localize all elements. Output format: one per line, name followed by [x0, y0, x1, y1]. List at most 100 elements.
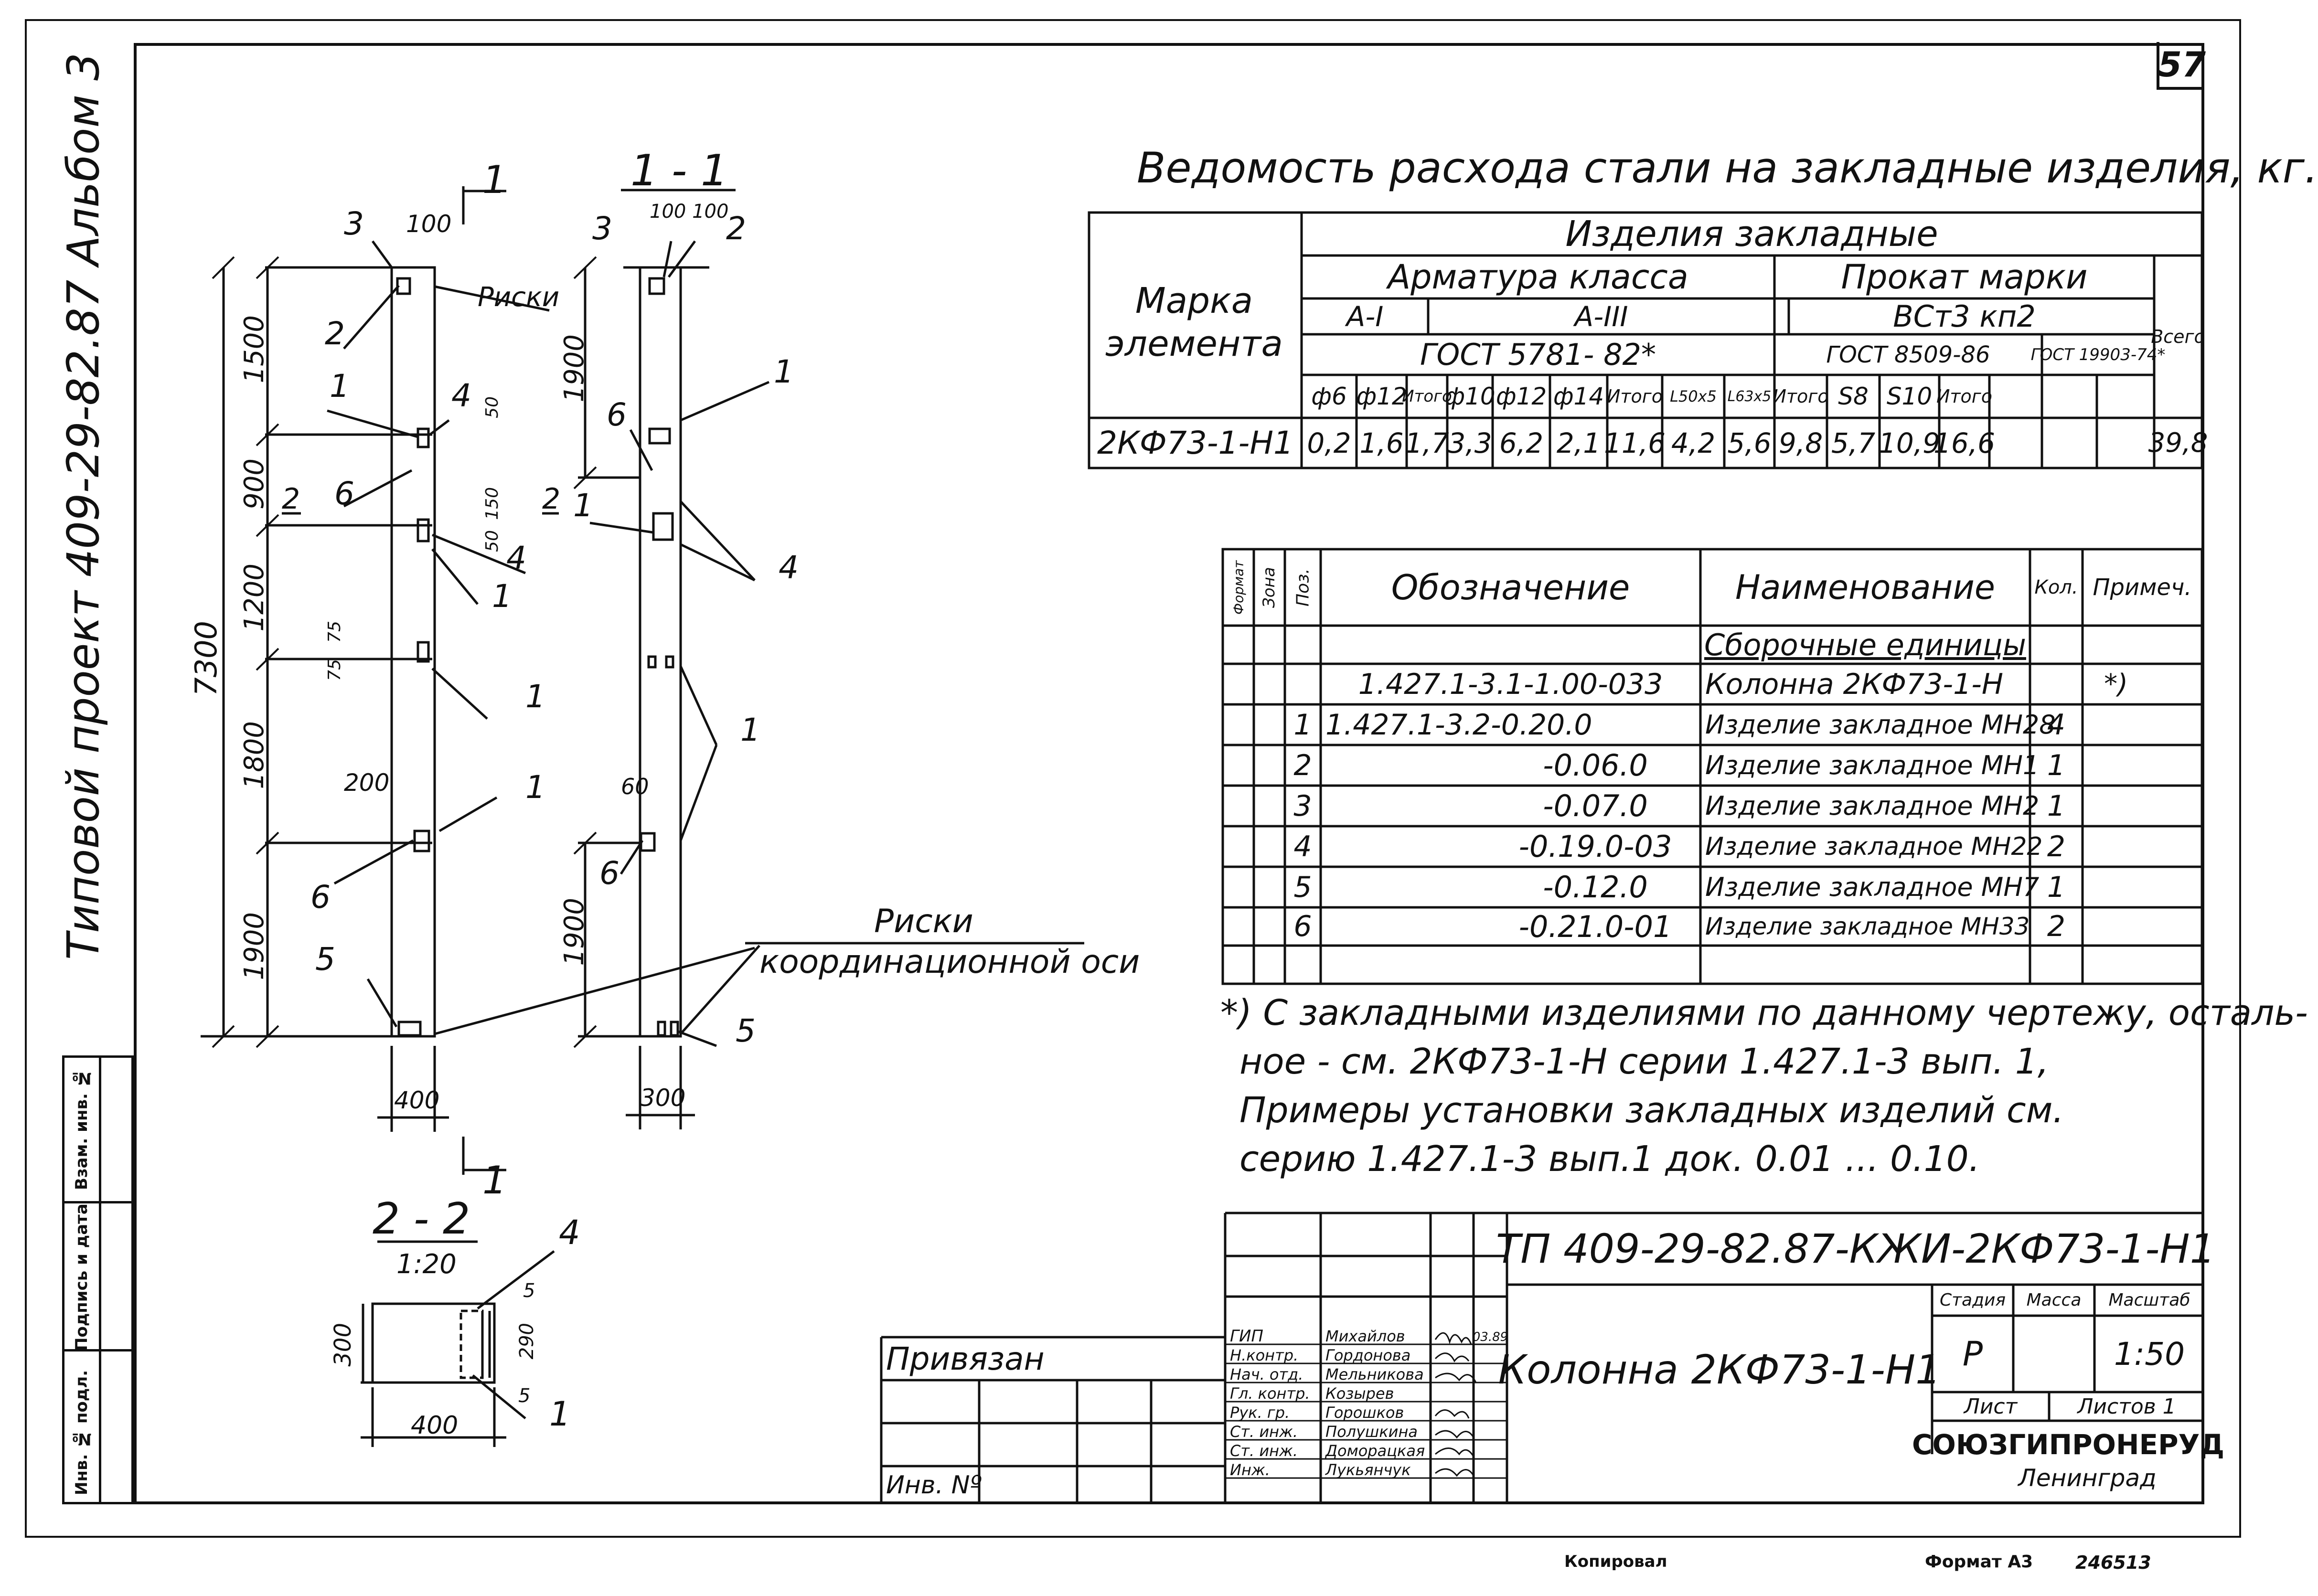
- section11-label-pos1b: 1: [573, 487, 593, 524]
- elevation-small-dim-75b: 75: [325, 659, 344, 681]
- axis-coordinate-label: координационной оси: [759, 943, 1140, 981]
- steel-col-5: ф12: [1495, 383, 1547, 410]
- spec-row-designation: -0.21.0-01: [1518, 909, 1672, 944]
- elevation-label-pos5: 5: [315, 941, 335, 978]
- section11-label-pos1a: 1: [774, 353, 794, 390]
- title-stage-header: Стадия: [1939, 1290, 2006, 1310]
- elevation-label-pos1d: 1: [525, 769, 545, 806]
- steel-header-rolled: Прокат марки: [1841, 257, 2088, 297]
- footnote-line: *) С закладными изделиями по данному чер…: [1220, 992, 2308, 1033]
- section11-small-dim: 60: [621, 774, 649, 799]
- title-inv-label: Инв. Nº: [886, 1471, 982, 1500]
- elevation-section-mark-bottom: 1: [482, 1158, 507, 1202]
- stamp-signature-date: Подпись и дата: [72, 1203, 91, 1351]
- page-number-box: 57: [2157, 42, 2206, 90]
- title-person: Михайлов: [1325, 1327, 1405, 1345]
- spec-row-name: Изделие закладное МН28: [1705, 710, 2056, 740]
- spec-row-name: Изделие закладное МН22: [1705, 832, 2043, 861]
- elevation-label-pos6b: 6: [310, 879, 331, 915]
- steel-val-12: 10,9: [1878, 426, 1941, 459]
- format-label: Формат А3: [1925, 1552, 2033, 1572]
- footnote-line: серию 1.427.1-3 вып.1 док. 0.01 ... 0.10…: [1239, 1138, 1980, 1180]
- section22-label-pos1: 1: [549, 1394, 571, 1434]
- spec-row-name: Колонна 2КФ73-1-Н: [1705, 667, 2004, 701]
- spec-row-qty: 2: [2047, 830, 2066, 863]
- archive-number: 246513: [2075, 1552, 2151, 1573]
- title-date: 03.89: [1472, 1330, 1508, 1344]
- spec-table: Формат Зона Поз. Обозначение Наименовани…: [1221, 548, 2203, 985]
- steel-gost-rolled-1: ГОСТ 8509-86: [1826, 341, 1990, 368]
- section22-label-pos4: 4: [559, 1213, 580, 1252]
- elevation-label-pos1b: 1: [492, 578, 512, 615]
- section11-label-pos4: 4: [779, 549, 799, 586]
- title-role: Инж.: [1230, 1461, 1270, 1479]
- spec-row-designation: 1.427.1-3.1-1.00-033: [1358, 667, 1663, 701]
- spec-row-pos: 1: [1293, 708, 1312, 742]
- spec-header-qty: Кол.: [2034, 576, 2078, 598]
- elevation-label-pos4b: 4: [506, 540, 526, 576]
- stamp-replace-inv: Взам. инв. №: [72, 1068, 91, 1191]
- title-person: Доморацкая: [1325, 1442, 1425, 1460]
- section22-gap-top: 5: [523, 1280, 535, 1302]
- spec-row-designation: 1.427.1-3.2-0.20.0: [1325, 708, 1592, 742]
- section22-height: 300: [330, 1323, 356, 1367]
- title-role: Ст. инж.: [1230, 1442, 1298, 1460]
- title-sheet-label: Лист: [1964, 1394, 2018, 1419]
- spec-row-name: Изделие закладное МН33: [1705, 913, 2030, 940]
- spec-row-designation: -0.19.0-03: [1518, 829, 1672, 864]
- section11-label-pos5: 5: [736, 1012, 756, 1049]
- steel-col-8: L50x5: [1670, 387, 1717, 405]
- title-mass-header: Масса: [2026, 1290, 2082, 1310]
- spec-row-note: [2083, 867, 2202, 907]
- title-org: СОЮЗГИПРОНЕРУД: [1912, 1428, 2225, 1461]
- section22-inner-height: 290: [516, 1323, 538, 1360]
- spec-row-pos: [1285, 664, 1321, 704]
- spec-row-pos: 4: [1293, 830, 1312, 863]
- section11-label-pos6a: 6: [607, 396, 627, 433]
- title-role: ГИП: [1230, 1327, 1263, 1346]
- outer-frame: [25, 19, 2241, 1538]
- spec-row-pos: 3: [1293, 789, 1312, 823]
- elevation-small-dim-150: 150: [482, 487, 502, 520]
- section11-width: 300: [640, 1084, 686, 1112]
- steel-val-10: 9,8: [1778, 426, 1823, 459]
- spec-header-zone: Зона: [1260, 567, 1279, 608]
- steel-val-3: 1,7: [1405, 426, 1449, 459]
- steel-gost-rebar: ГОСТ 5781- 82*: [1420, 337, 1656, 372]
- elevation-risk-label: Риски: [478, 282, 560, 313]
- elevation-dim-1900: 1900: [239, 912, 270, 980]
- signature: [1434, 1352, 1470, 1362]
- page-number: 57: [2158, 44, 2206, 85]
- elevation-cut-mark-left: 2: [282, 482, 300, 516]
- steel-table-title: Ведомость расхода стали на закладные изд…: [1137, 143, 2318, 192]
- spec-row-name: Изделие закладное МН7: [1705, 872, 2040, 902]
- spec-row-pos: 5: [1293, 870, 1312, 904]
- elevation-label-pos1c: 1: [525, 678, 545, 715]
- section11-dim-bottom: 1900: [559, 898, 590, 966]
- title-block-grid: [880, 1212, 2204, 1504]
- spec-row-note: [2083, 786, 2202, 826]
- section22-title: 2 - 2: [373, 1194, 470, 1244]
- title-person: Козырев: [1325, 1384, 1394, 1403]
- steel-val-1: 0,2: [1307, 426, 1351, 459]
- section11-label-pos3: 3: [592, 210, 612, 247]
- section22-scale: 1:20: [396, 1249, 457, 1280]
- spec-row-note: [2083, 907, 2202, 946]
- title-person: Полушкина: [1325, 1423, 1418, 1441]
- section11-dim-top: 1900: [559, 334, 590, 403]
- title-block: ТП 409-29-82.87-КЖИ-2КФ73-1-Н1 Колонна 2…: [880, 1212, 2225, 1504]
- steel-val-11: 5,7: [1831, 426, 1876, 459]
- steel-table: Марка элемента Изделия закладные Арматур…: [1088, 211, 2208, 469]
- title-name: Колонна 2КФ73-1-Н1: [1498, 1346, 1941, 1393]
- elevation-label-pos3: 3: [344, 205, 364, 242]
- spec-row-qty: 1: [2047, 748, 2066, 782]
- signature: [1435, 1430, 1474, 1439]
- elevation-label-pos4a: 4: [451, 377, 471, 414]
- elevation-dim-900: 900: [239, 458, 270, 510]
- steel-total-label: Всего: [2151, 326, 2205, 347]
- spec-row-pos: 2: [1293, 748, 1312, 782]
- steel-col-9: L63x5: [1727, 388, 1772, 405]
- elevation-label-pos6a: 6: [334, 475, 354, 512]
- steel-gost-rolled-2: ГОСТ 19903-74*: [2030, 345, 2166, 364]
- steel-col-7: Итого: [1606, 386, 1663, 407]
